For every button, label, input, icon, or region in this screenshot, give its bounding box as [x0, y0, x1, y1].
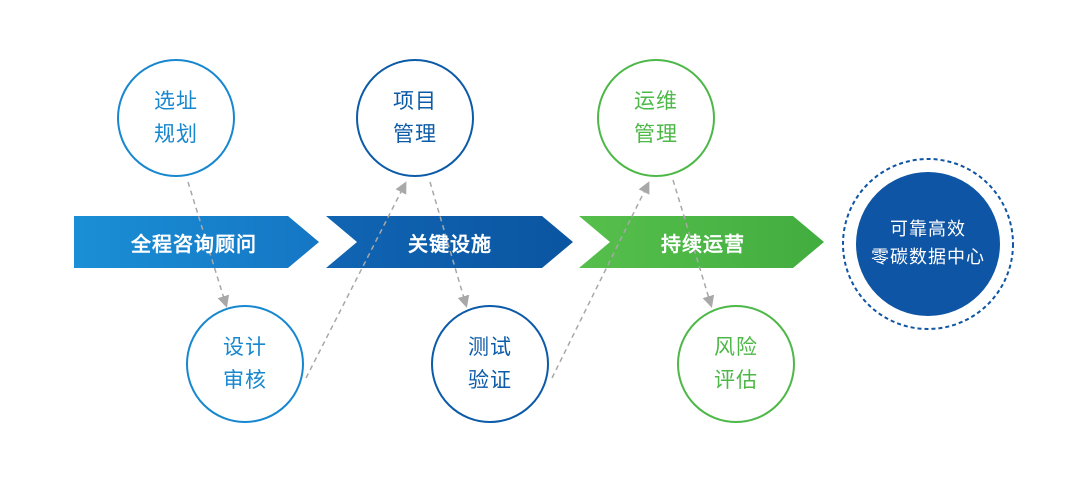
connector-2 [305, 181, 407, 379]
stage-arrow-consulting [74, 216, 319, 268]
connector-1 [187, 181, 230, 308]
node-line: 评估 [714, 368, 758, 392]
node-line: 验证 [468, 368, 512, 392]
node-circle-test-verify [431, 305, 549, 423]
node-ops-mgmt: 运维 管理 [598, 60, 714, 176]
node-project-mgmt: 项目 管理 [357, 60, 473, 176]
node-site-planning: 选址 规划 [118, 60, 234, 176]
node-test-verify: 测试 验证 [432, 306, 548, 422]
node-line: 审核 [223, 368, 267, 392]
node-line: 选址 [154, 89, 198, 113]
connector-5 [672, 179, 715, 308]
node-line: 设计 [223, 335, 267, 359]
connector-4 [551, 181, 650, 379]
final-goal-circle [856, 172, 1000, 316]
node-circle-risk-assess [677, 305, 795, 423]
node-line: 规划 [154, 122, 198, 146]
node-line: 项目 [393, 89, 437, 113]
node-line: 管理 [634, 122, 678, 146]
final-goal-ring [842, 158, 1014, 330]
node-line: 管理 [393, 122, 437, 146]
node-design-review: 设计 审核 [187, 306, 303, 422]
node-circle-design-review [186, 305, 304, 423]
connector-3 [429, 181, 470, 308]
final-goal-line: 可靠高效 [890, 219, 966, 240]
stage-arrow-infrastructure [326, 216, 573, 268]
stage-label-infrastructure: 关键设施 [408, 231, 492, 256]
stage-arrow-operations [579, 216, 824, 268]
node-circle-ops-mgmt [597, 59, 715, 177]
final-goal-line: 零碳数据中心 [871, 247, 985, 268]
node-line: 测试 [468, 335, 512, 359]
node-circle-project-mgmt [356, 59, 474, 177]
node-line: 风险 [714, 335, 758, 359]
final-goal-text: 可靠高效 零碳数据中心 [856, 172, 1000, 316]
stage-label-consulting: 全程咨询顾问 [131, 231, 257, 256]
stage-label-operations: 持续运营 [661, 231, 745, 256]
node-line: 运维 [634, 89, 678, 113]
node-circle-site-planning [117, 59, 235, 177]
node-risk-assess: 风险 评估 [678, 306, 794, 422]
